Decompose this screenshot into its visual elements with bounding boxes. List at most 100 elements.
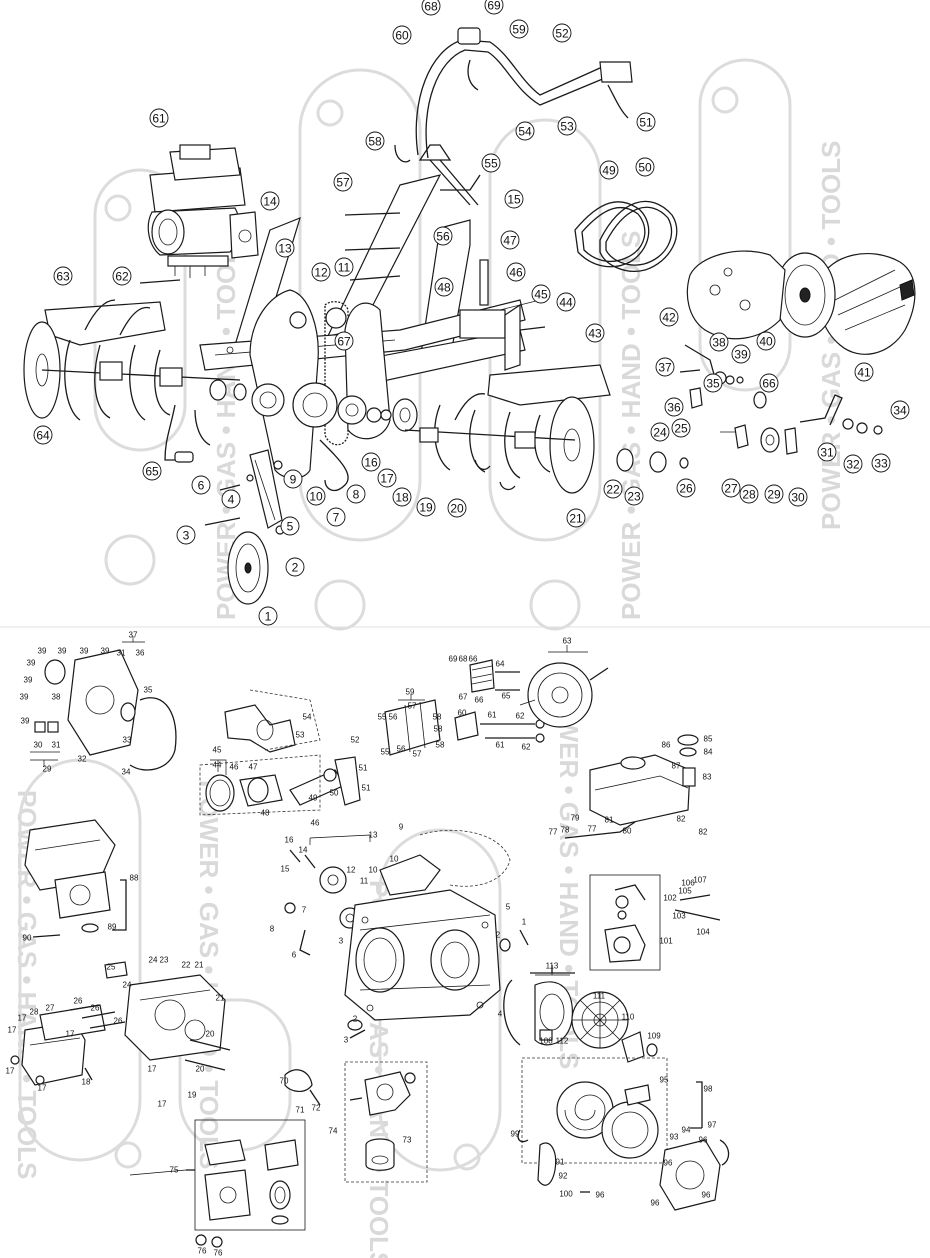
callout-circle (890, 400, 910, 420)
callout-48: 48 (434, 277, 454, 297)
callout-67: 67 (334, 331, 354, 351)
callout-number: 64 (36, 429, 50, 443)
part-label-24: 24 (149, 956, 158, 965)
callout-number: 22 (606, 483, 620, 497)
callout-number: 36 (667, 401, 681, 415)
part-label-30: 30 (34, 741, 43, 750)
part-label-17: 17 (8, 1026, 17, 1035)
callout-circle (843, 454, 863, 474)
part-label-39: 39 (101, 647, 110, 656)
part-label-101: 101 (659, 937, 673, 946)
part-label-55: 55 (378, 713, 387, 722)
callout-23: 23 (624, 486, 644, 506)
part-label-39: 39 (24, 676, 33, 685)
part-label-107: 107 (693, 876, 707, 885)
callout-69: 69 (484, 0, 504, 15)
part-label-104: 104 (696, 928, 710, 937)
callout-number: 15 (507, 193, 521, 207)
callout-8: 8 (346, 484, 366, 504)
callout-63: 63 (53, 266, 73, 286)
callout-circle (484, 0, 504, 15)
callout-number: 49 (602, 164, 616, 178)
callout-number: 25 (674, 422, 688, 436)
part-label-39: 39 (20, 693, 29, 702)
part-label-82: 82 (677, 815, 686, 824)
callout-circle (311, 262, 331, 282)
callout-circle (434, 277, 454, 297)
callout-number: 3 (183, 529, 190, 543)
callout-12: 12 (311, 262, 331, 282)
recoil-starter (517, 1057, 730, 1211)
part-label-3: 3 (339, 937, 344, 946)
callout-circle (326, 507, 346, 527)
callout-circle (392, 487, 412, 507)
callout-circle (260, 191, 280, 211)
callout-number: 2 (292, 561, 299, 575)
part-label-105: 105 (678, 887, 692, 896)
watermark: POWER • GAS • HAND • TOOLS POWER • GAS •… (12, 58, 846, 1258)
callout-52: 52 (552, 23, 572, 43)
part-label-51: 51 (362, 784, 371, 793)
part-label-63: 63 (563, 637, 572, 646)
callout-59: 59 (509, 19, 529, 39)
part-label-58: 58 (436, 741, 445, 750)
callout-number: 55 (484, 157, 498, 171)
callout-43: 43 (585, 323, 605, 343)
engine-block (344, 889, 529, 1039)
part-label-98: 98 (704, 1085, 713, 1094)
part-label-77: 77 (549, 828, 558, 837)
callout-circle (33, 425, 53, 445)
callout-number: 31 (820, 446, 834, 460)
part-label-35: 35 (144, 686, 153, 695)
callout-number: 69 (487, 0, 501, 13)
callout-number: 53 (560, 120, 574, 134)
part-label-1: 1 (522, 918, 527, 927)
callout-number: 54 (518, 125, 532, 139)
callout-circle (149, 108, 169, 128)
part-label-18: 18 (82, 1078, 91, 1087)
part-label-6: 6 (292, 951, 297, 960)
part-label-31: 31 (117, 649, 126, 658)
callout-number: 63 (56, 270, 70, 284)
part-label-65: 65 (502, 692, 511, 701)
part-label-13: 13 (369, 831, 378, 840)
callout-number: 6 (198, 479, 205, 493)
callout-7: 7 (326, 507, 346, 527)
callout-39: 39 (731, 344, 751, 364)
belt-cover-group (686, 250, 916, 355)
callout-circle (481, 153, 501, 173)
callout-15: 15 (504, 189, 524, 209)
callout-37: 37 (655, 357, 675, 377)
callout-66: 66 (759, 373, 779, 393)
part-label-16: 16 (285, 836, 294, 845)
tiller-bolts (139, 144, 546, 331)
air-filter-cover (24, 819, 127, 938)
part-label-46: 46 (311, 819, 320, 828)
part-label-39: 39 (58, 647, 67, 656)
callout-circle (603, 479, 623, 499)
part-label-78: 78 (561, 826, 570, 835)
callout-circle (275, 238, 295, 258)
part-label-46: 46 (230, 763, 239, 772)
callout-circle (447, 498, 467, 518)
callout-circle (709, 332, 729, 352)
callout-circle (191, 475, 211, 495)
part-label-26: 26 (114, 1017, 123, 1026)
part-label-67: 67 (459, 693, 468, 702)
part-label-34: 34 (122, 768, 131, 777)
callout-circle (433, 226, 453, 246)
part-label-29: 29 (43, 765, 52, 774)
callout-28: 28 (739, 484, 759, 504)
part-label-96: 96 (699, 1136, 708, 1145)
callout-34: 34 (890, 400, 910, 420)
callout-number: 45 (534, 288, 548, 302)
callout-circle (142, 461, 162, 481)
callout-number: 30 (791, 491, 805, 505)
part-label-7: 7 (302, 906, 307, 915)
callout-number: 46 (509, 266, 523, 280)
part-label-49: 49 (309, 794, 318, 803)
part-label-112: 112 (556, 1037, 569, 1046)
callout-circle (531, 284, 551, 304)
part-label-62: 62 (522, 743, 531, 752)
